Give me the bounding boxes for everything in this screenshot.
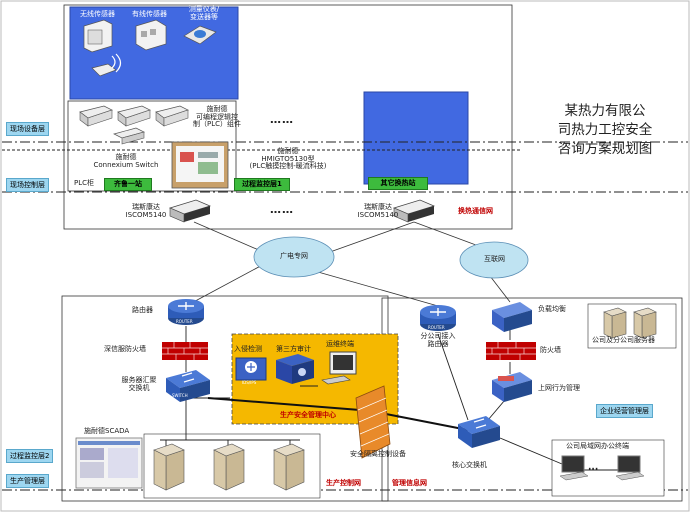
iscom-left-line1: 瑞斯康达 [132, 203, 160, 211]
layer-enterprise: 企业经营管理层 [596, 404, 653, 418]
wireless-gateway-icon [91, 53, 122, 77]
internet-ellipse [459, 241, 529, 279]
audit-label: 第三方审计 [276, 345, 311, 353]
hmi-label: 施耐德 HMIGTO5130型 (PLC触摸控制-暖流科技) [236, 147, 340, 171]
station-other: 其它换热站 [368, 177, 428, 190]
behavior-manager-icon [492, 372, 532, 402]
station-process-monitor-1: 过程监控层1 [234, 178, 290, 191]
management-firewall-label: 防火墙 [540, 346, 561, 354]
diagram-title: 某热力有限公 司热力工控安全 咨询方案规划图 [540, 102, 670, 159]
branch-router-line1: 分公司接入 [420, 332, 456, 340]
iscom-right-label: 瑞斯康达 ISCOM5140 [350, 203, 406, 219]
production-zone-label: 生产控制网 [326, 479, 361, 487]
title-line-3: 咨询方案规划图 [557, 141, 653, 157]
layer-field-device: 现场设备层 [6, 122, 49, 136]
scada-server-icon [153, 443, 305, 491]
branch-router-line2: 路由器 [427, 339, 449, 348]
ellipsis-lower: …… [270, 203, 294, 216]
branch-router-tag: ROUTER [428, 325, 445, 330]
switch-tag: SWITCH [172, 393, 188, 398]
plc-label: 施耐德 可编程逻辑控 制（PLC）组件 [188, 105, 246, 129]
server-switch-icon [166, 370, 210, 402]
internet-label: 互联网 [484, 255, 505, 263]
office-ellipsis: ··· [588, 465, 599, 475]
meter-label: 测量仪表/ 变送器等 [182, 5, 226, 21]
layer-production-mgmt: 生产管理层 [6, 474, 49, 488]
meter-label-line2: 变送器等 [190, 12, 218, 21]
plc-label-line2: 可编程逻辑控 [196, 112, 238, 121]
title-line-2: 司热力工控安全 [557, 122, 653, 138]
iscom-left-icon [168, 199, 212, 223]
meter-icon [183, 25, 217, 45]
router-label: 路由器 [132, 306, 153, 314]
wireless-sensor-label: 无线传感器 [80, 10, 115, 18]
server-switch-line2: 交换机 [128, 383, 150, 392]
wired-sensor-label: 有线传感器 [132, 10, 167, 18]
production-firewall-icon [162, 342, 208, 360]
load-balancer-icon [492, 302, 532, 332]
ellipsis-upper: …… [270, 113, 294, 126]
connexium-switch-label: 施耐德 Connexium Switch [86, 153, 166, 169]
ops-terminal-label: 运维终端 [326, 340, 354, 348]
plc-cabinet-label: PLC柜 [74, 179, 95, 187]
wireless-sensor-icon [83, 19, 113, 53]
branch-router-icon [420, 305, 456, 331]
scada-label: 施耐德SCADA [84, 427, 130, 435]
branch-router-label: 分公司接入 路由器 [410, 332, 466, 348]
management-firewall-icon [486, 342, 536, 360]
iscom-right-line2: ISCOM5140 [357, 210, 399, 219]
layer-field-control: 现场控制层 [6, 178, 49, 192]
office-terminals-label: 公司局域网办公终端 [566, 442, 629, 450]
company-servers-label: 公司及分公司服务器 [592, 336, 655, 344]
isolation-wall-icon [355, 385, 391, 459]
switch-label-line1: 施耐德 [115, 153, 137, 161]
server-switch-line1: 服务器汇聚 [121, 376, 157, 384]
core-switch-label: 核心交换机 [452, 461, 487, 469]
radio-network-ellipse [253, 236, 335, 278]
ids-tag: IDS/IPS [242, 380, 257, 385]
core-switch-icon [458, 416, 500, 448]
connexium-switch-icon [113, 127, 145, 145]
plc-label-line3: 制（PLC）组件 [192, 120, 241, 129]
meter-label-line1: 测量仪表/ [188, 5, 220, 13]
isolation-label: 安全隔离控制设备 [350, 450, 406, 458]
iscom-left-line2: ISCOM5140 [125, 210, 167, 219]
switch-label-line2: Connexium Switch [93, 160, 159, 169]
hmi-label-line2: HMIGTO5130型 [261, 154, 315, 163]
scada-screen-icon [75, 437, 143, 489]
load-balancer-label: 负载均衡 [538, 305, 566, 313]
heat-network-label: 换热通信网 [458, 207, 493, 215]
station-qilu: 齐鲁一站 [104, 178, 152, 191]
company-servers-box [587, 303, 677, 349]
management-zone-label: 管理信息网 [392, 479, 427, 487]
iscom-right-line1: 瑞斯康达 [364, 203, 392, 211]
server-switch-label: 服务器汇聚 交换机 [116, 376, 162, 392]
router-tag: ROUTER [176, 319, 193, 324]
plc-module-icon [79, 105, 189, 127]
ids-icon [235, 357, 267, 381]
wired-sensor-icon [135, 19, 167, 51]
safety-center-label: 生产安全管理中心 [280, 411, 336, 419]
production-router-icon [168, 299, 204, 325]
layer-process-monitor-2: 过程监控层2 [6, 449, 54, 463]
sangfor-firewall-label: 深信服防火墙 [104, 345, 146, 353]
hmi-label-line1: 施耐德 [277, 147, 299, 155]
audit-icon [276, 354, 314, 384]
hmi-screen-icon [171, 141, 229, 189]
office-terminal-icon [559, 455, 645, 481]
ids-label: 入侵检测 [234, 345, 262, 353]
behavior-manager-label: 上网行为管理 [538, 384, 580, 392]
iscom-right-icon [392, 199, 436, 223]
hmi-label-line3: (PLC触摸控制-暖流科技) [249, 162, 327, 171]
radio-network-label: 广电专网 [280, 252, 308, 260]
company-server-icon [603, 307, 657, 339]
iscom-left-label: 瑞斯康达 ISCOM5140 [118, 203, 174, 219]
other-station-panel [363, 91, 469, 185]
plc-label-line1: 施耐德 [206, 105, 228, 113]
ops-terminal-icon [321, 351, 357, 385]
title-line-1: 某热力有限公 [564, 103, 646, 119]
